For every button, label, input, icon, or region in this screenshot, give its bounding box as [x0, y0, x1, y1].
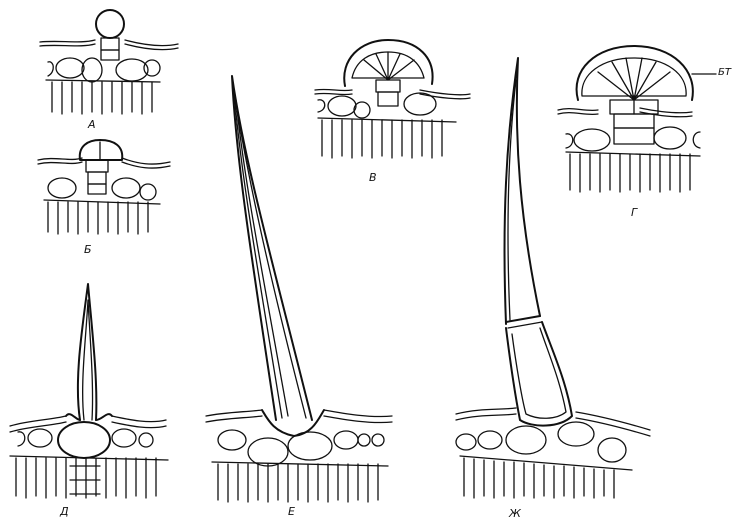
- panel-zh-two-celled-hair: [456, 58, 650, 498]
- panel-label-zh: Ж: [509, 508, 521, 519]
- panel-label-e: Е: [288, 506, 295, 517]
- panel-g-peltate-gland: [558, 46, 716, 192]
- panel-label-v: В: [369, 172, 377, 183]
- panel-label-g: Г: [631, 207, 637, 218]
- panel-a-glandular-hair-stage: [40, 10, 178, 114]
- annotation-bt: БТ: [718, 68, 731, 78]
- panel-label-a: А: [88, 119, 96, 130]
- panel-e-long-hair: [206, 76, 392, 502]
- panel-label-d: Д: [60, 506, 69, 517]
- panel-v-peltate-gland: [315, 40, 470, 158]
- panel-b-glandular-hair-stage: [38, 140, 170, 234]
- panel-d-simple-hair: [10, 284, 168, 498]
- panel-label-b: Б: [84, 244, 92, 255]
